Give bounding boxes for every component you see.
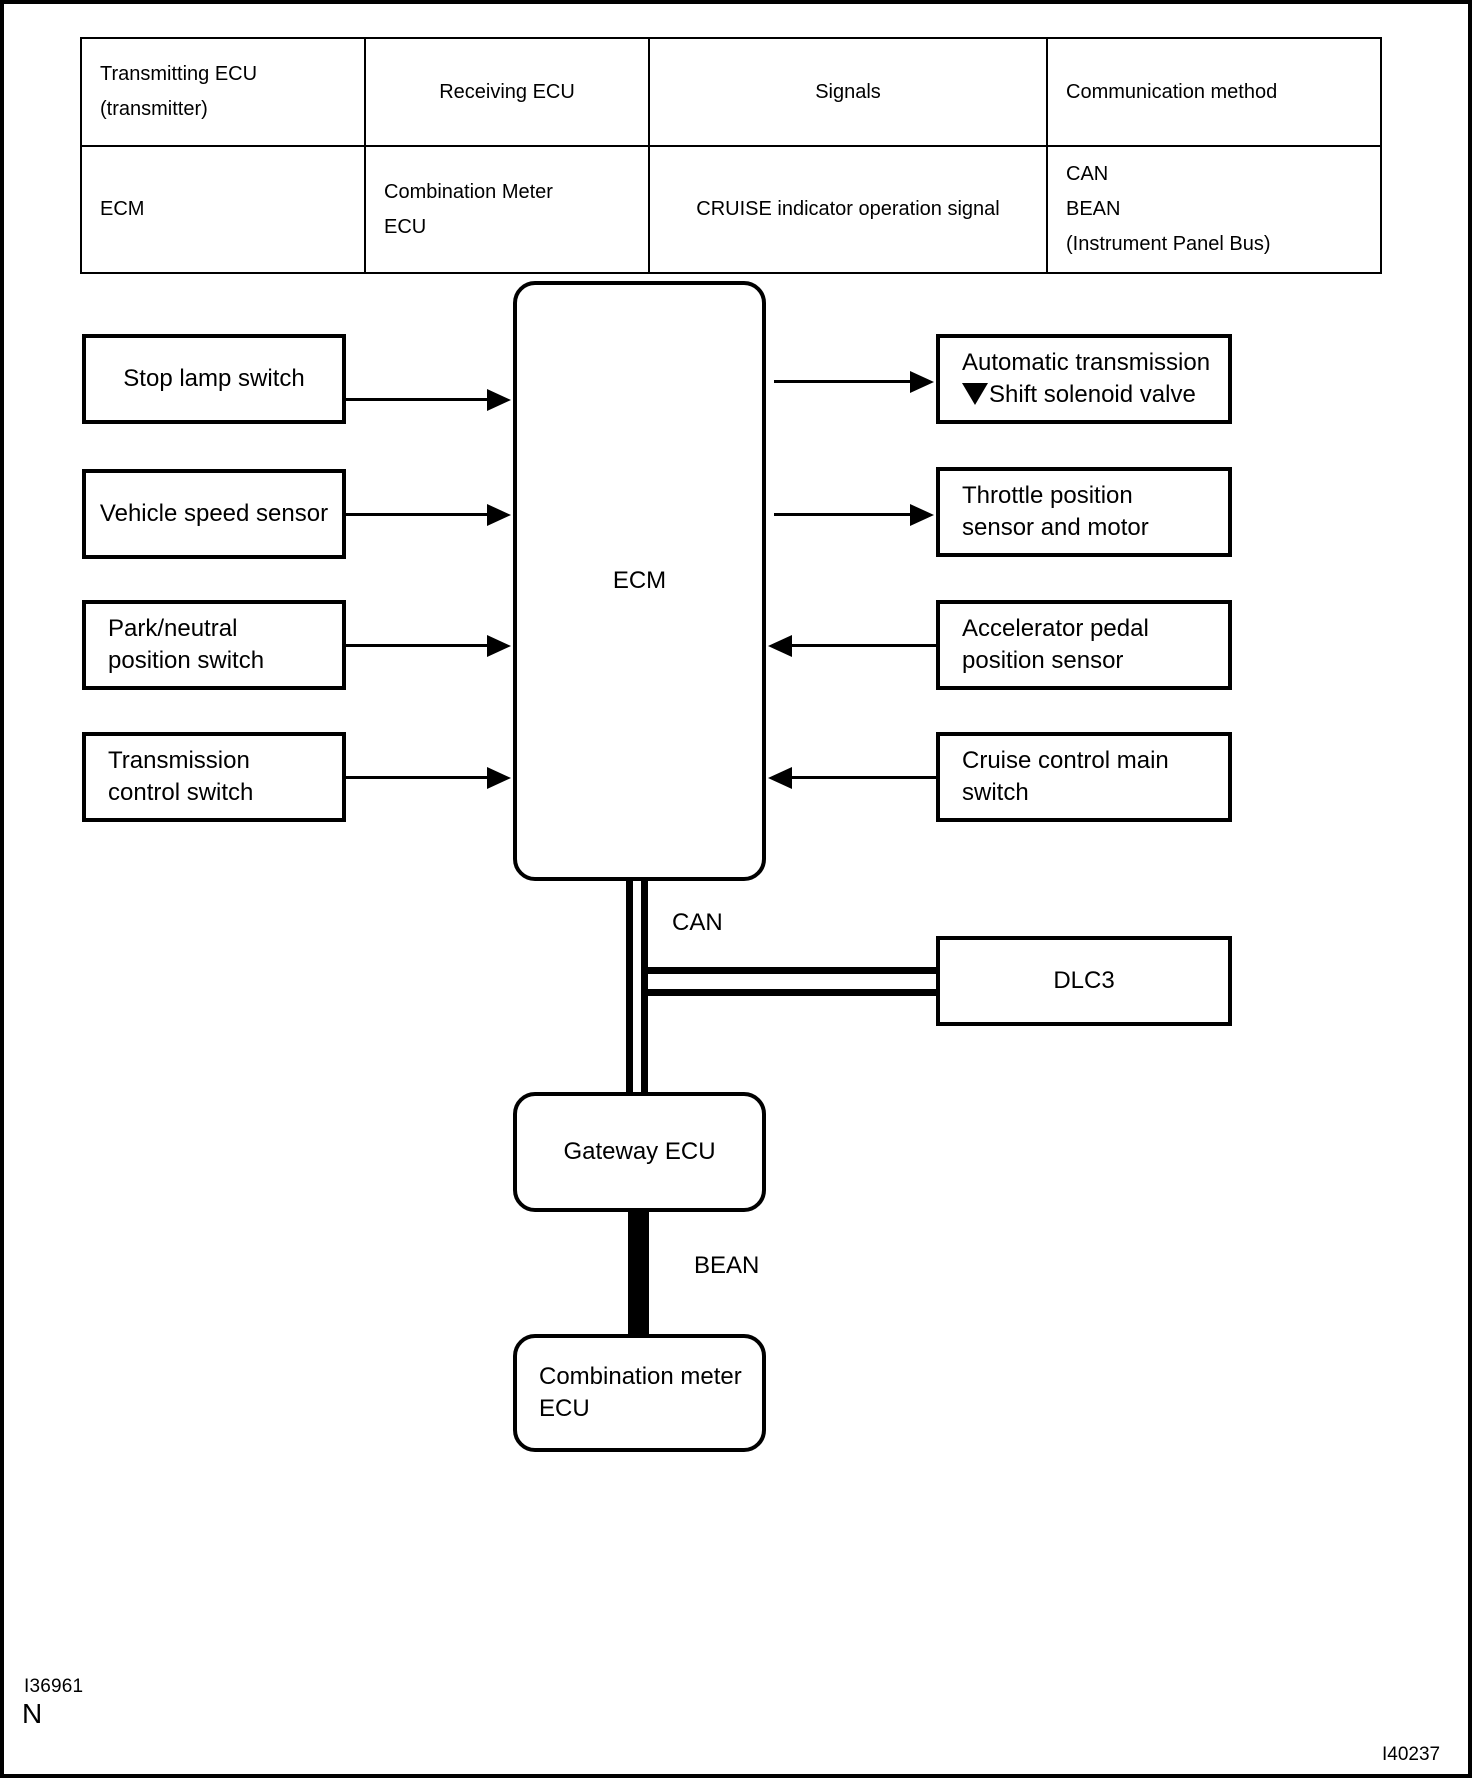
vehicle-speed-sensor-block: Vehicle speed sensor <box>82 469 346 559</box>
triangle-down-icon <box>962 383 988 405</box>
cruise-control-switch-block: Cruise control main switch <box>936 732 1232 822</box>
can-bus-label: CAN <box>672 909 723 936</box>
connector-stop-lamp <box>346 398 491 401</box>
method-instrument-panel-bus: (Instrument Panel Bus) <box>1066 233 1271 255</box>
automatic-transmission-block: Automatic transmission Shift solenoid va… <box>936 334 1232 424</box>
connector-vehicle-speed <box>346 513 491 516</box>
combination-meter-ecu-line2: ECU <box>539 1395 590 1422</box>
dlc3-label: DLC3 <box>1053 967 1115 995</box>
ecm-label: ECM <box>612 567 667 595</box>
throttle-position-block: Throttle position sensor and motor <box>936 467 1232 557</box>
shift-solenoid-valve-label: Shift solenoid valve <box>989 381 1196 408</box>
connector-throttle-position <box>774 513 914 516</box>
connector-accelerator-pedal <box>792 644 936 647</box>
header-transmitting-ecu-line1: Transmitting ECU <box>100 63 258 85</box>
arrow-stop-lamp-to-ecm <box>487 389 511 411</box>
can-bus-line-left <box>626 881 633 1096</box>
stop-lamp-switch-block: Stop lamp switch <box>82 334 346 424</box>
footer-right-code: I40237 <box>1382 1744 1441 1765</box>
park-neutral-switch-text: Park/neutral position switch <box>108 613 264 676</box>
footer-letter: N <box>22 1698 43 1729</box>
bean-bus-label: BEAN <box>694 1252 760 1279</box>
cell-signals: CRUISE indicator operation signal <box>648 145 1048 274</box>
header-receiving-ecu: Receiving ECU <box>364 37 650 147</box>
accelerator-pedal-block: Accelerator pedal position sensor <box>936 600 1232 690</box>
throttle-position-line2: sensor and motor <box>962 514 1149 541</box>
table-header-row: Transmitting ECU (transmitter) Receiving… <box>80 37 1382 147</box>
arrow-cruise-control-to-ecm <box>768 767 792 789</box>
connector-cruise-control <box>792 776 936 779</box>
throttle-position-text: Throttle position sensor and motor <box>962 480 1149 543</box>
accelerator-pedal-line1: Accelerator pedal <box>962 615 1149 643</box>
connector-transmission-control <box>346 776 491 779</box>
communication-table: Transmitting ECU (transmitter) Receiving… <box>80 37 1382 274</box>
arrow-accelerator-pedal-to-ecm <box>768 635 792 657</box>
cell-receiving-ecu-line2: ECU <box>384 215 427 238</box>
arrow-transmission-control-to-ecm <box>487 767 511 789</box>
combination-meter-ecu-line1: Combination meter <box>539 1363 742 1391</box>
bean-bus-line <box>628 1212 649 1342</box>
park-neutral-switch-line1: Park/neutral <box>108 615 238 643</box>
cell-communication-method: CAN BEAN (Instrument Panel Bus) <box>1046 145 1382 274</box>
transmission-control-switch-text: Transmission control switch <box>108 745 253 808</box>
arrow-park-neutral-to-ecm <box>487 635 511 657</box>
park-neutral-switch-line2: position switch <box>108 647 265 674</box>
transmission-control-switch-block: Transmission control switch <box>82 732 346 822</box>
gateway-ecu-block: Gateway ECU <box>513 1092 766 1212</box>
method-bean: BEAN <box>1066 198 1121 220</box>
cruise-control-switch-line2: switch <box>962 779 1029 806</box>
transmission-control-switch-line2: control switch <box>108 779 254 806</box>
automatic-transmission-text: Automatic transmission Shift solenoid va… <box>962 347 1210 410</box>
connector-automatic-transmission <box>774 380 914 383</box>
cell-receiving-ecu: Combination Meter ECU <box>364 145 650 274</box>
can-branch-line-upper <box>648 967 944 974</box>
arrow-vehicle-speed-to-ecm <box>487 504 511 526</box>
cruise-control-switch-line1: Cruise control main <box>962 747 1169 775</box>
vehicle-speed-sensor-label: Vehicle speed sensor <box>99 500 329 528</box>
header-communication-method: Communication method <box>1046 37 1382 147</box>
dlc3-block: DLC3 <box>936 936 1232 1026</box>
park-neutral-switch-block: Park/neutral position switch <box>82 600 346 690</box>
combination-meter-ecu-text: Combination meter ECU <box>539 1361 742 1424</box>
header-transmitting-ecu: Transmitting ECU (transmitter) <box>80 37 366 147</box>
cruise-control-switch-text: Cruise control main switch <box>962 745 1169 808</box>
connector-park-neutral <box>346 644 491 647</box>
transmission-control-switch-line1: Transmission <box>108 747 250 775</box>
ecm-block: ECM <box>513 281 766 881</box>
table-data-row: ECM Combination Meter ECU CRUISE indicat… <box>80 145 1382 274</box>
automatic-transmission-line1: Automatic transmission <box>962 349 1211 377</box>
accelerator-pedal-line2: position sensor <box>962 647 1124 674</box>
cell-receiving-ecu-line1: Combination Meter <box>384 180 553 203</box>
arrow-ecm-to-throttle-position <box>910 504 934 526</box>
stop-lamp-switch-label: Stop lamp switch <box>123 365 305 393</box>
header-transmitting-ecu-line2: (transmitter) <box>100 98 208 120</box>
gateway-ecu-label: Gateway ECU <box>563 1138 716 1166</box>
combination-meter-ecu-block: Combination meter ECU <box>513 1334 766 1452</box>
header-signals: Signals <box>648 37 1048 147</box>
can-bus-line-right <box>641 881 648 1096</box>
throttle-position-line1: Throttle position <box>962 482 1133 510</box>
block-diagram: ECM Stop lamp switch Vehicle speed senso… <box>4 4 1472 1782</box>
cell-transmitting-ecu: ECM <box>80 145 366 274</box>
accelerator-pedal-text: Accelerator pedal position sensor <box>962 613 1149 676</box>
can-branch-line-lower <box>648 989 944 996</box>
arrow-ecm-to-automatic-transmission <box>910 371 934 393</box>
automatic-transmission-line2: Shift solenoid valve <box>962 379 1210 411</box>
method-can: CAN <box>1066 163 1109 185</box>
footer-figure-code: I36961 <box>24 1676 84 1697</box>
